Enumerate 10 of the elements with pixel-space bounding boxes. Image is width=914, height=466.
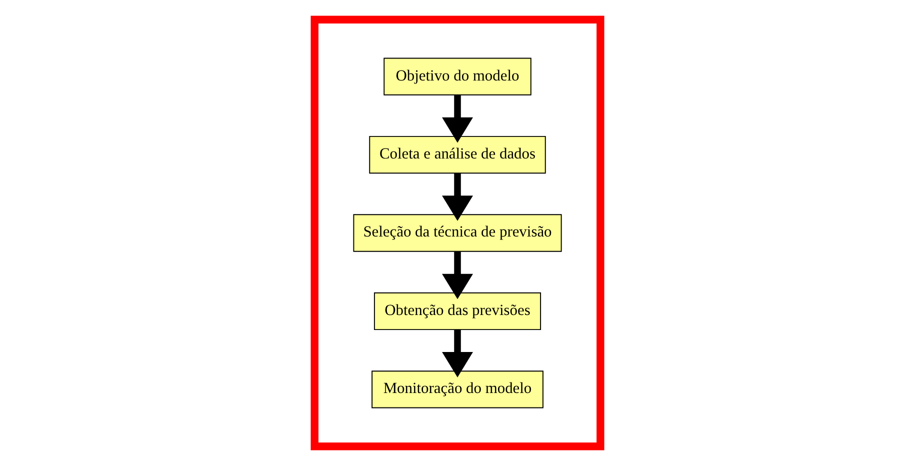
cluster xyxy=(310,16,604,450)
arrow xyxy=(442,95,472,143)
node-box: Seleção da técnica de previsão xyxy=(352,214,562,252)
arrow xyxy=(442,330,472,378)
arrow xyxy=(442,173,472,221)
node-box: Monitoração do modelo xyxy=(371,370,543,408)
arrow xyxy=(442,252,472,300)
node-box: Coleta e análise de dados xyxy=(368,136,546,174)
node-box: Objetivo do modelo xyxy=(383,58,531,96)
node-box: Obtenção das previsões xyxy=(373,292,541,330)
